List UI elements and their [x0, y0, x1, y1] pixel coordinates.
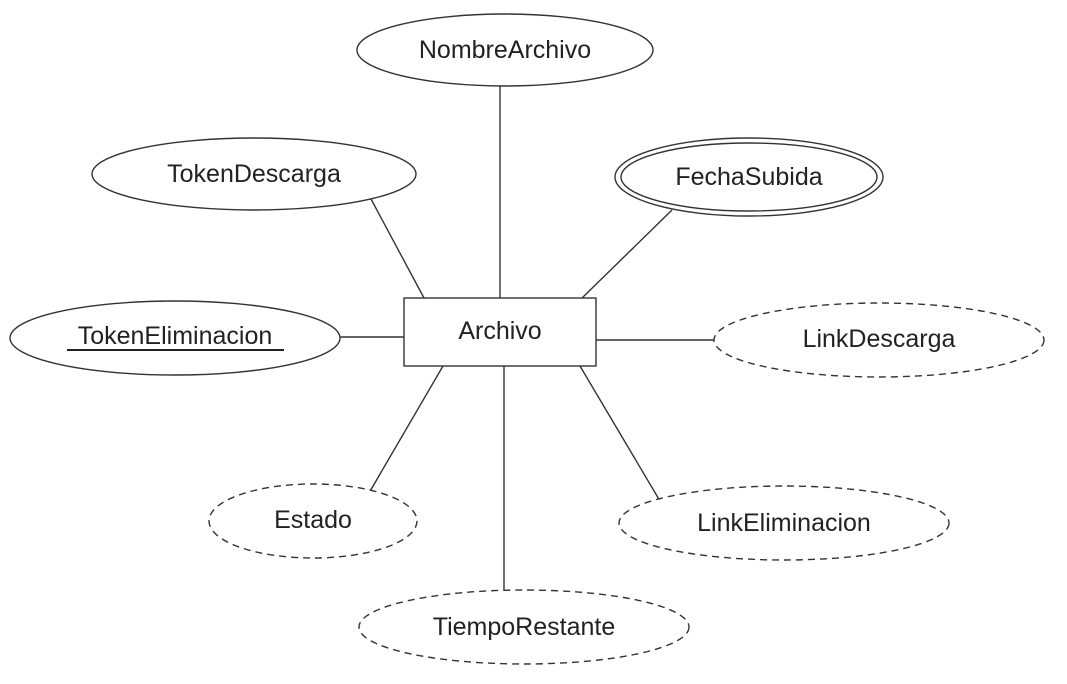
- attribute-token-eliminacion-label: TokenEliminacion: [78, 322, 273, 350]
- attribute-nombre-archivo-label: NombreArchivo: [419, 36, 591, 64]
- entity-archivo: Archivo: [403, 297, 597, 367]
- attribute-token-descarga-label: TokenDescarga: [167, 160, 341, 188]
- connections: [339, 86, 715, 591]
- edge-estado: [368, 365, 444, 494]
- attribute-link-descarga: LinkDescarga: [713, 302, 1045, 378]
- edge-token-descarga: [370, 198, 425, 299]
- attribute-nombre-archivo: NombreArchivo: [356, 13, 654, 87]
- attribute-link-eliminacion-label: LinkEliminacion: [697, 509, 871, 537]
- attribute-fecha-subida-label: FechaSubida: [675, 163, 822, 191]
- attribute-estado: Estado: [208, 483, 418, 559]
- edge-link-eliminacion: [579, 365, 661, 502]
- attribute-link-descarga-label: LinkDescarga: [803, 325, 956, 353]
- entity-archivo-label: Archivo: [458, 317, 541, 345]
- attribute-fecha-subida: FechaSubida: [614, 137, 884, 217]
- attribute-tiempo-restante-label: TiempoRestante: [433, 613, 616, 641]
- attribute-estado-label: Estado: [274, 506, 352, 534]
- attribute-tiempo-restante: TiempoRestante: [358, 589, 690, 665]
- attribute-token-descarga: TokenDescarga: [91, 137, 417, 211]
- attribute-link-eliminacion: LinkEliminacion: [618, 485, 950, 561]
- edge-fecha-subida: [579, 209, 673, 301]
- attribute-token-eliminacion: TokenEliminacion: [9, 300, 341, 376]
